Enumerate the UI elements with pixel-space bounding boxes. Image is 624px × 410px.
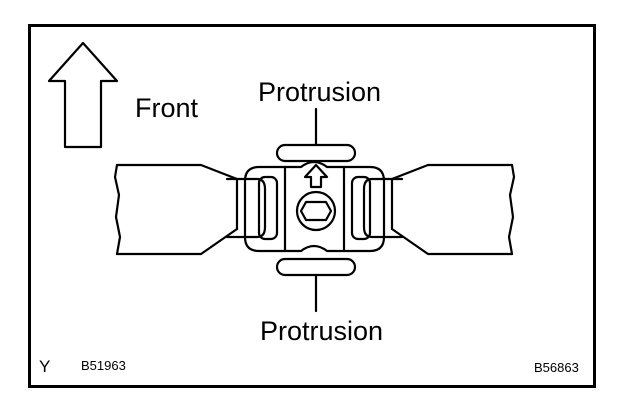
figure-code-right: B56863 <box>534 360 579 375</box>
bolt-icon <box>295 190 337 232</box>
diagram-frame: Front Protrusion Protrusion Y B51963 B56… <box>28 24 596 388</box>
protrusion-label-bottom: Protrusion <box>260 316 384 346</box>
region-code: Y <box>39 357 51 376</box>
stopper-body <box>243 160 386 253</box>
protrusion-top <box>275 143 357 163</box>
front-label: Front <box>135 93 199 123</box>
protrusion-bottom <box>275 257 357 277</box>
seatbelt-diagram <box>47 41 516 313</box>
stopper-arrow-icon <box>303 163 329 189</box>
figure-code-left: B51963 <box>81 358 126 373</box>
right-belt <box>390 163 514 256</box>
protrusion-label-top: Protrusion <box>258 77 382 107</box>
front-arrow-icon <box>47 41 119 149</box>
left-belt <box>115 163 239 256</box>
